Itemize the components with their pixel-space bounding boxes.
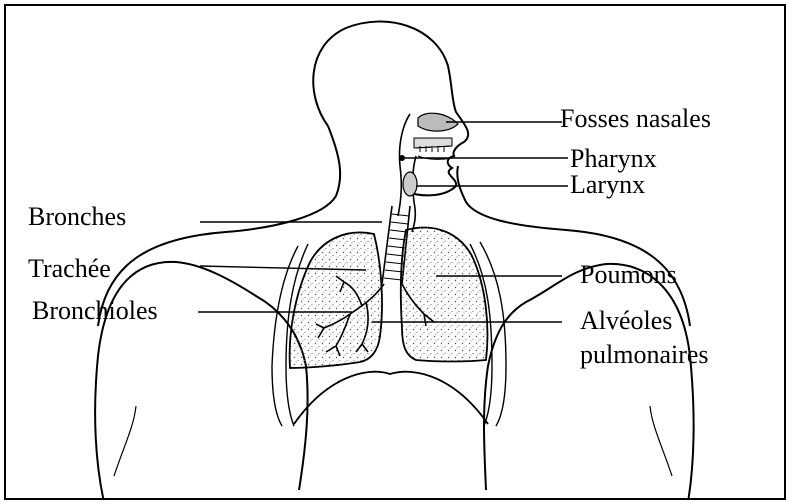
pharynx [398, 114, 410, 216]
label-fosses-nasales: Fosses nasales [560, 106, 711, 132]
respiratory-system-illustration [6, 6, 786, 500]
label-poumons: Poumons [580, 262, 677, 288]
trachea-left [382, 206, 392, 284]
larynx [403, 172, 417, 196]
body-outline-right [484, 264, 694, 500]
label-bronchioles: Bronchioles [32, 298, 158, 324]
label-larynx: Larynx [570, 172, 645, 198]
label-pharynx: Pharynx [570, 146, 657, 172]
leader-lines [198, 122, 568, 322]
label-bronches: Bronches [28, 204, 126, 230]
diaphragm [294, 372, 488, 424]
diagram-frame: Fosses nasales Pharynx Larynx Bronches T… [4, 4, 786, 500]
label-alveoles-line2: pulmonaires [580, 342, 709, 368]
label-trachee: Trachée [28, 256, 111, 282]
right-lung [401, 228, 488, 362]
head [313, 22, 468, 196]
label-alveoles-line1: Alvéoles [580, 308, 672, 334]
